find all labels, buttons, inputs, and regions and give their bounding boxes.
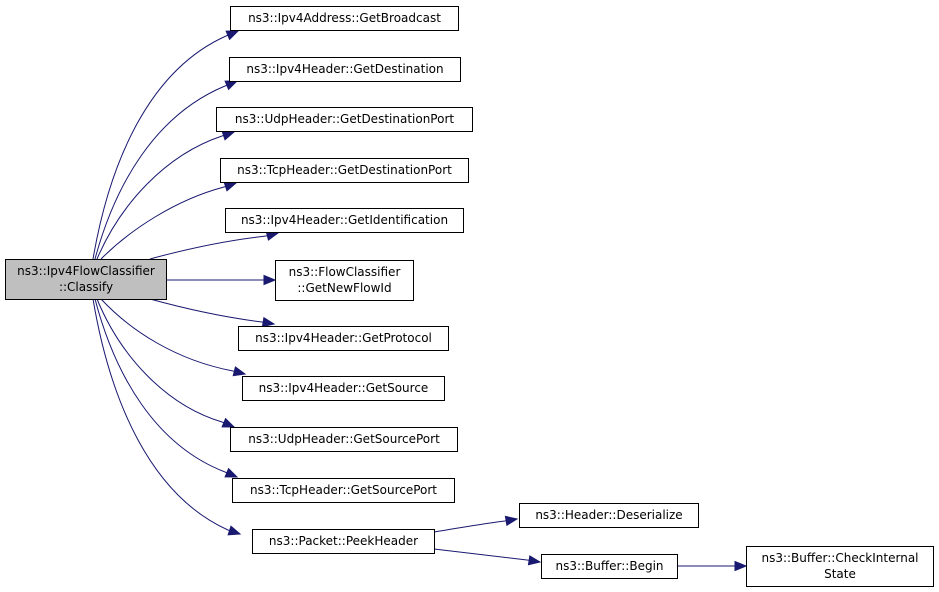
- edge-classify-to-get-broadcast: [92, 30, 240, 260]
- edge-classify-to-tcp-get-source-port: [94, 298, 239, 478]
- arrowhead-icon: [261, 316, 276, 328]
- node-label: ns3::Ipv4Address::GetBroadcast: [248, 11, 441, 25]
- arrowhead-icon: [221, 417, 236, 428]
- node-box: [519, 503, 699, 528]
- edge-classify-to-get-new-flow-id: [166, 274, 277, 286]
- node-box: [216, 107, 473, 132]
- node-get-protocol[interactable]: ns3::Ipv4Header::GetProtocol: [238, 326, 449, 351]
- node-label: ns3::Buffer::Begin: [555, 559, 663, 573]
- edge-line: [92, 35, 227, 260]
- edge-classify-to-udp-get-destination-port: [96, 130, 236, 260]
- node-box: [541, 554, 678, 579]
- edge-line: [433, 548, 528, 561]
- node-box: [275, 260, 414, 301]
- edge-line: [149, 235, 267, 260]
- node-label: State: [824, 567, 856, 581]
- edge-line: [149, 298, 263, 323]
- node-label: ns3::FlowClassifier: [289, 265, 401, 279]
- node-label: ns3::UdpHeader::GetSourcePort: [248, 432, 440, 446]
- edge-classify-to-get-protocol: [149, 298, 276, 328]
- edge-line: [94, 85, 226, 260]
- arrowhead-icon: [263, 274, 277, 286]
- edge-line: [433, 520, 506, 533]
- node-label: ns3::Ipv4Header::GetIdentification: [241, 213, 448, 227]
- edge-peek-header-to-header-deserialize: [433, 515, 519, 533]
- edge-classify-to-peek-header: [92, 298, 242, 536]
- node-box: [230, 427, 458, 452]
- node-get-new-flow-id[interactable]: ns3::FlowClassifier::GetNewFlowId: [275, 260, 414, 301]
- arrowhead-icon: [225, 30, 240, 41]
- edge-line: [92, 298, 229, 531]
- node-get-source[interactable]: ns3::Ipv4Header::GetSource: [242, 376, 445, 401]
- edge-classify-to-tcp-get-destination-port: [100, 181, 238, 260]
- node-box: [232, 478, 455, 503]
- node-udp-get-destination-port[interactable]: ns3::UdpHeader::GetDestinationPort: [216, 107, 473, 132]
- node-classify[interactable]: ns3::Ipv4FlowClassifier::Classify: [5, 259, 167, 300]
- node-box: [225, 208, 464, 233]
- node-buffer-begin[interactable]: ns3::Buffer::Begin: [541, 554, 678, 579]
- arrowhead-icon: [232, 366, 247, 377]
- node-label: ns3::Buffer::CheckInternal: [761, 551, 918, 565]
- node-box: [229, 57, 461, 82]
- node-get-broadcast[interactable]: ns3::Ipv4Address::GetBroadcast: [230, 6, 459, 31]
- node-box: [238, 326, 449, 351]
- arrowhead-icon: [221, 130, 236, 141]
- edges-layer: [92, 30, 748, 572]
- node-tcp-get-destination-port[interactable]: ns3::TcpHeader::GetDestinationPort: [220, 158, 469, 183]
- node-label: ns3::TcpHeader::GetDestinationPort: [237, 163, 452, 177]
- edge-buffer-begin-to-check-internal-state: [677, 560, 748, 572]
- node-tcp-get-source-port[interactable]: ns3::TcpHeader::GetSourcePort: [232, 478, 455, 503]
- arrowhead-icon: [224, 80, 239, 91]
- node-label: ns3::TcpHeader::GetSourcePort: [250, 483, 437, 497]
- node-get-identification[interactable]: ns3::Ipv4Header::GetIdentification: [225, 208, 464, 233]
- node-label: ::GetNewFlowId: [297, 281, 391, 295]
- edge-line: [96, 135, 223, 260]
- node-box: [5, 259, 167, 300]
- node-label: ns3::UdpHeader::GetDestinationPort: [235, 112, 454, 126]
- edge-line: [100, 186, 225, 260]
- node-box: [252, 529, 435, 554]
- arrowhead-icon: [504, 515, 519, 527]
- node-box: [242, 376, 445, 401]
- edge-peek-header-to-buffer-begin: [433, 548, 542, 566]
- node-label: ns3::Packet::PeekHeader: [269, 534, 418, 548]
- edge-classify-to-get-identification: [149, 230, 280, 260]
- edge-line: [100, 298, 234, 372]
- edge-line: [96, 298, 223, 423]
- node-label: ::Classify: [59, 280, 113, 294]
- node-ipv4-get-destination[interactable]: ns3::Ipv4Header::GetDestination: [229, 57, 461, 82]
- arrowhead-icon: [223, 181, 238, 192]
- node-label: ns3::Ipv4Header::GetSource: [259, 381, 429, 395]
- edge-classify-to-udp-get-source-port: [96, 298, 236, 428]
- arrowhead-icon: [527, 555, 542, 566]
- node-box: [220, 158, 469, 183]
- node-box: [230, 6, 459, 31]
- nodes-layer: ns3::Ipv4FlowClassifier::Classifyns3::Ip…: [5, 6, 934, 587]
- node-label: ns3::Ipv4Header::GetProtocol: [255, 331, 432, 345]
- arrowhead-icon: [734, 560, 748, 572]
- arrowhead-icon: [224, 467, 239, 478]
- node-label: ns3::Ipv4FlowClassifier: [17, 264, 155, 278]
- node-label: ns3::Ipv4Header::GetDestination: [246, 62, 443, 76]
- node-box: [746, 546, 934, 587]
- node-label: ns3::Header::Deserialize: [535, 508, 682, 522]
- node-header-deserialize[interactable]: ns3::Header::Deserialize: [519, 503, 699, 528]
- edge-line: [94, 298, 226, 473]
- node-peek-header[interactable]: ns3::Packet::PeekHeader: [252, 529, 435, 554]
- arrowhead-icon: [227, 525, 242, 536]
- node-udp-get-source-port[interactable]: ns3::UdpHeader::GetSourcePort: [230, 427, 458, 452]
- edge-classify-to-get-source: [100, 298, 247, 377]
